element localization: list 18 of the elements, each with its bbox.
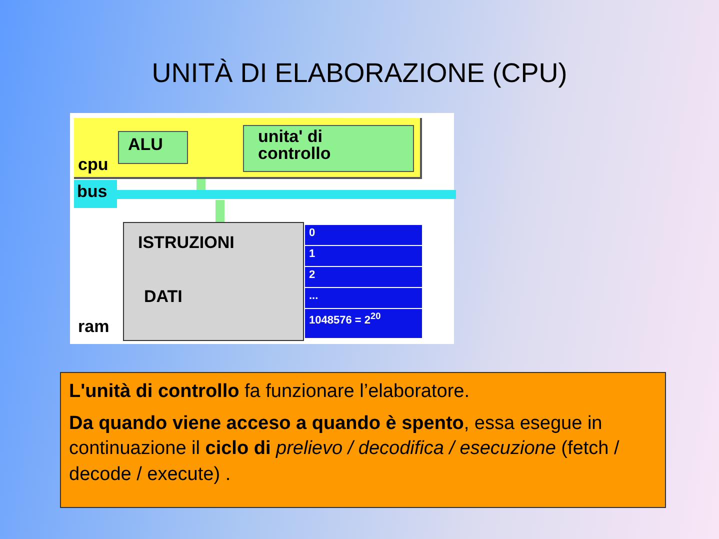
paragraph: L'unità di controllo fa funzionare l’elaboratore. bbox=[69, 380, 470, 404]
memory-cell: 1 bbox=[305, 246, 422, 267]
memory-label: ISTRUZIONI bbox=[138, 233, 234, 253]
memory-cell: 2 bbox=[305, 267, 422, 288]
cpu-band bbox=[74, 118, 422, 179]
cpu-label: cpu bbox=[78, 155, 108, 175]
memory-label: DATI bbox=[144, 287, 182, 307]
memory-cell: 1048576 = 2$^{20}$ bbox=[305, 309, 422, 339]
memory-cell: ... bbox=[305, 288, 422, 309]
bus-bar: bus bbox=[74, 180, 456, 208]
text-box bbox=[60, 372, 666, 508]
ram-label: ram bbox=[78, 317, 110, 337]
memory-cell: 0 bbox=[305, 225, 422, 246]
memory-box bbox=[123, 222, 304, 341]
title: UNITÀ DI ELABORAZIONE (CPU) bbox=[150, 58, 568, 89]
alu-box: ALU bbox=[118, 131, 188, 164]
paragraph: Da quando viene acceso a quando è spento, essa esegue in continuazione il ciclo di prelievo / decodifica / esecuzione (fetch / decode / execute) . bbox=[69, 412, 620, 487]
control-unit-box: unita' di controllo bbox=[243, 125, 414, 172]
